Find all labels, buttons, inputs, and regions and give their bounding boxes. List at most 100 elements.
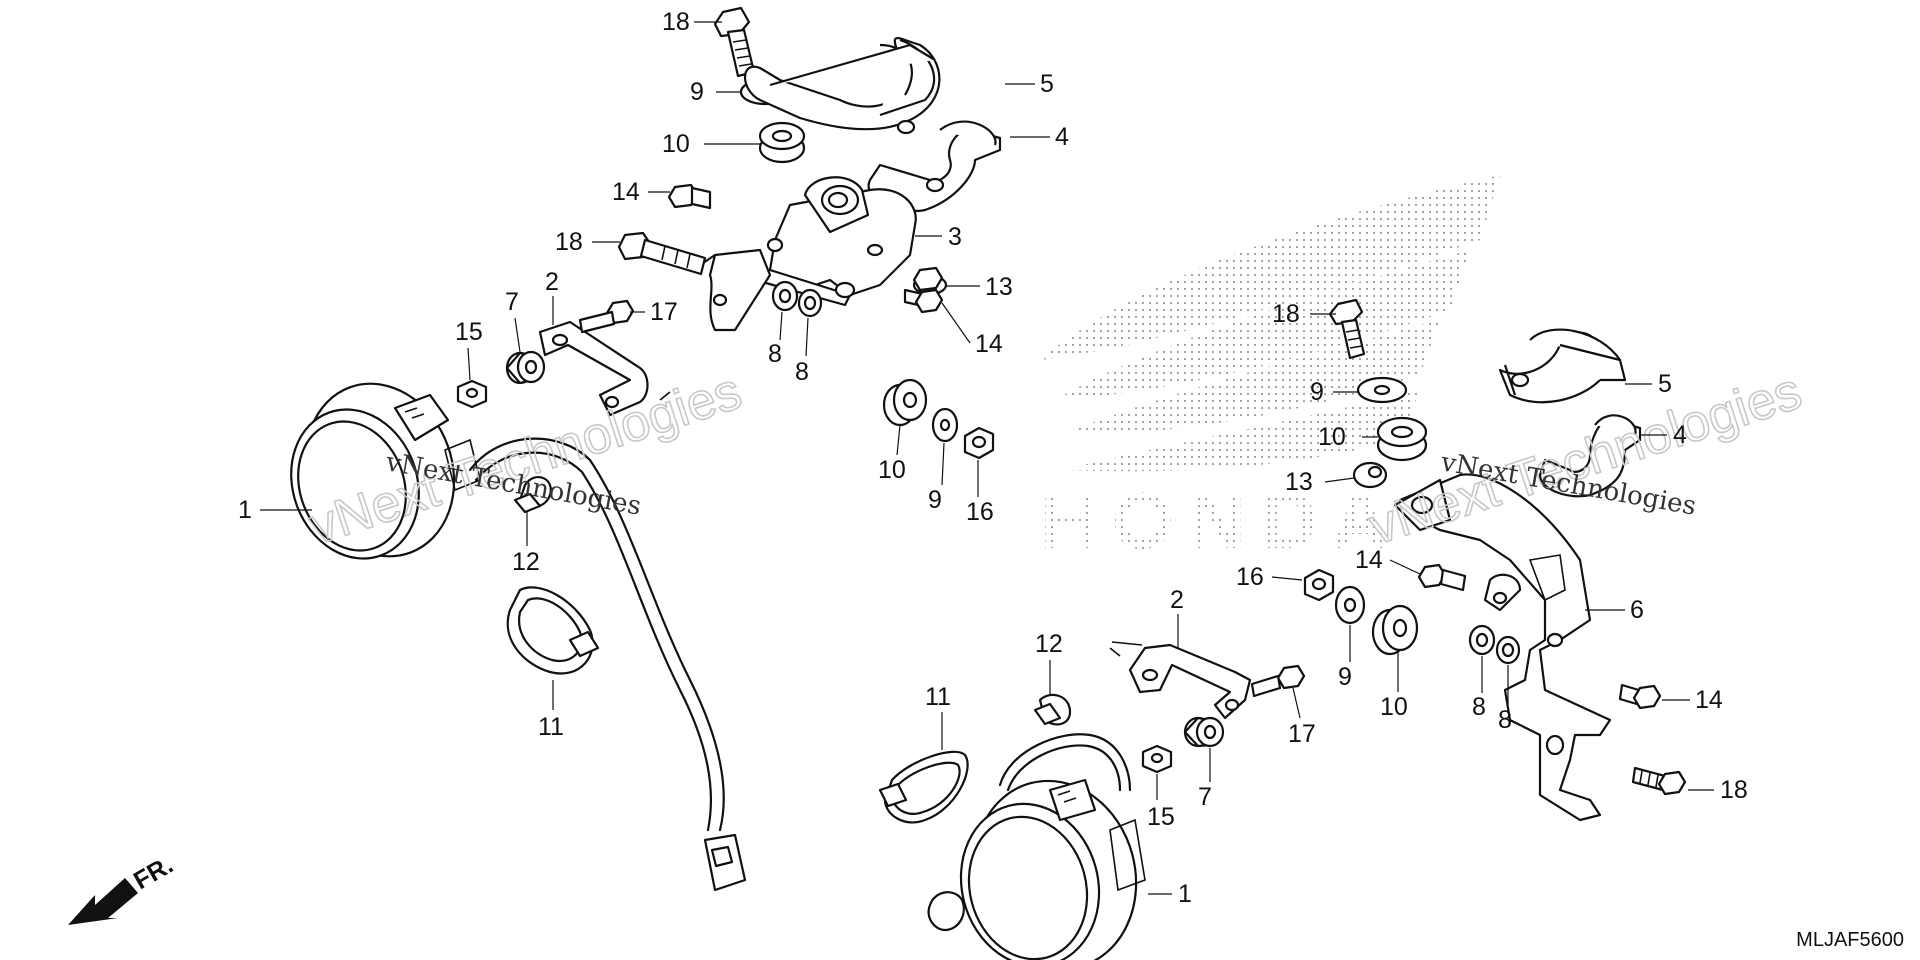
callout-l9b: 9 <box>928 486 942 514</box>
clamp-4-right <box>1538 414 1642 498</box>
callout-r8a: 8 <box>1472 693 1486 721</box>
right-fog-light-assembly <box>878 298 1687 960</box>
bolt-14-left-upper <box>667 183 712 210</box>
leader-l9b <box>941 442 945 486</box>
front-direction-arrow: FR. <box>68 851 178 925</box>
callout-r8b: 8 <box>1498 706 1512 734</box>
callout-l1: 1 <box>238 496 252 524</box>
callout-l15: 15 <box>455 318 483 346</box>
collar-7-right <box>1183 716 1225 748</box>
leader-l8b <box>805 317 809 357</box>
callout-l17: 17 <box>650 298 678 326</box>
clamp-5-right <box>1498 328 1627 404</box>
leader-l15 <box>467 347 471 381</box>
callout-r14a: 14 <box>1355 546 1383 574</box>
callout-r15: 15 <box>1147 803 1175 831</box>
collar-7-left <box>505 350 546 385</box>
bracket-6-right <box>1393 473 1612 822</box>
callout-l10b: 10 <box>878 456 906 484</box>
washer-9-right-top <box>1356 376 1408 404</box>
leader-r16 <box>1271 576 1303 581</box>
callout-l10a: 10 <box>662 130 690 158</box>
fog-light-1-right <box>927 733 1146 960</box>
clamp-4-left <box>867 120 1002 213</box>
washer-8-right-b <box>1495 635 1521 665</box>
callout-r10a: 10 <box>1318 423 1346 451</box>
callout-r5: 5 <box>1658 370 1672 398</box>
callout-l14b: 14 <box>975 330 1003 358</box>
grommet-10-right-lower <box>1371 604 1419 656</box>
callout-l14a: 14 <box>612 178 640 206</box>
leader-l8a <box>779 311 783 341</box>
clip-12-left <box>513 476 552 514</box>
leader-l14b <box>941 302 971 344</box>
bolt-14-right-lower <box>1618 683 1662 710</box>
callout-l13: 13 <box>985 273 1013 301</box>
nut-16-right <box>1303 568 1335 602</box>
callout-l8a: 8 <box>768 340 782 368</box>
bolt-18-left-top <box>713 6 756 78</box>
nut-16-left <box>963 426 995 460</box>
grommet-10-right-top <box>1376 416 1428 462</box>
callout-l5: 5 <box>1040 70 1054 98</box>
wire-harness-left <box>468 437 725 832</box>
bracket-2-right <box>1109 641 1252 720</box>
callout-r17: 17 <box>1288 720 1316 748</box>
callout-r7: 7 <box>1198 783 1212 811</box>
bolt-17-left <box>578 299 635 334</box>
connector-left <box>703 833 747 892</box>
clip-12-right <box>1033 693 1072 726</box>
washer-8-left-a <box>771 280 799 312</box>
honda-wing-logo: HONDA <box>1040 175 1500 565</box>
callout-l9a: 9 <box>690 78 704 106</box>
callout-l11: 11 <box>538 713 564 741</box>
callout-l7: 7 <box>505 288 519 316</box>
washer-9-left-lower <box>931 407 959 443</box>
callout-l16: 16 <box>966 498 994 526</box>
callout-r18a: 18 <box>1272 300 1300 328</box>
callout-l12: 12 <box>512 548 540 576</box>
callout-r12: 12 <box>1035 630 1063 658</box>
leader-l7 <box>514 317 521 353</box>
washer-9-right-lower <box>1334 585 1366 625</box>
bracket-2-left <box>538 320 671 417</box>
washer-8-right-a <box>1468 624 1496 656</box>
grommet-10-left-top <box>758 121 806 164</box>
nut-15-left <box>456 379 488 409</box>
callout-r6: 6 <box>1630 596 1644 624</box>
bolt-18-right-lower <box>1631 766 1687 796</box>
front-direction-label: FR. <box>129 851 178 895</box>
leader-lines <box>260 21 1714 895</box>
bolt-14-left-lower <box>903 288 944 314</box>
callout-r13: 13 <box>1285 468 1313 496</box>
nut-15-right <box>1141 744 1173 774</box>
callout-l3: 3 <box>948 223 962 251</box>
honda-brand-text: HONDA <box>1040 476 1403 565</box>
callout-r11: 11 <box>925 683 951 711</box>
clamp-5-left <box>744 37 941 135</box>
bracket-3-side-tab <box>699 248 772 332</box>
callout-l18b: 18 <box>555 228 583 256</box>
diagram-code: MLJAF5600 <box>1796 929 1904 951</box>
callout-l18a: 18 <box>662 8 690 36</box>
callout-l2: 2 <box>545 268 559 296</box>
left-fog-light-assembly <box>290 6 1002 892</box>
callout-r10b: 10 <box>1380 693 1408 721</box>
callout-l4: 4 <box>1055 123 1069 151</box>
band-11-right <box>878 750 969 824</box>
callout-r9b: 9 <box>1338 663 1352 691</box>
leader-r17 <box>1292 687 1301 719</box>
callout-r14b: 14 <box>1695 686 1723 714</box>
bolt-17-right <box>1250 664 1306 698</box>
callout-r16: 16 <box>1236 563 1264 591</box>
bolt-18-left-middle <box>617 231 707 276</box>
bolt-14-right-upper <box>1417 563 1467 592</box>
leader-r14a <box>1389 559 1421 575</box>
callout-l8b: 8 <box>795 358 809 386</box>
leader-l10b <box>896 424 901 456</box>
fog-light-1-left <box>290 382 481 560</box>
callout-r1: 1 <box>1178 880 1192 908</box>
bolt-18-right-top <box>1328 298 1366 360</box>
